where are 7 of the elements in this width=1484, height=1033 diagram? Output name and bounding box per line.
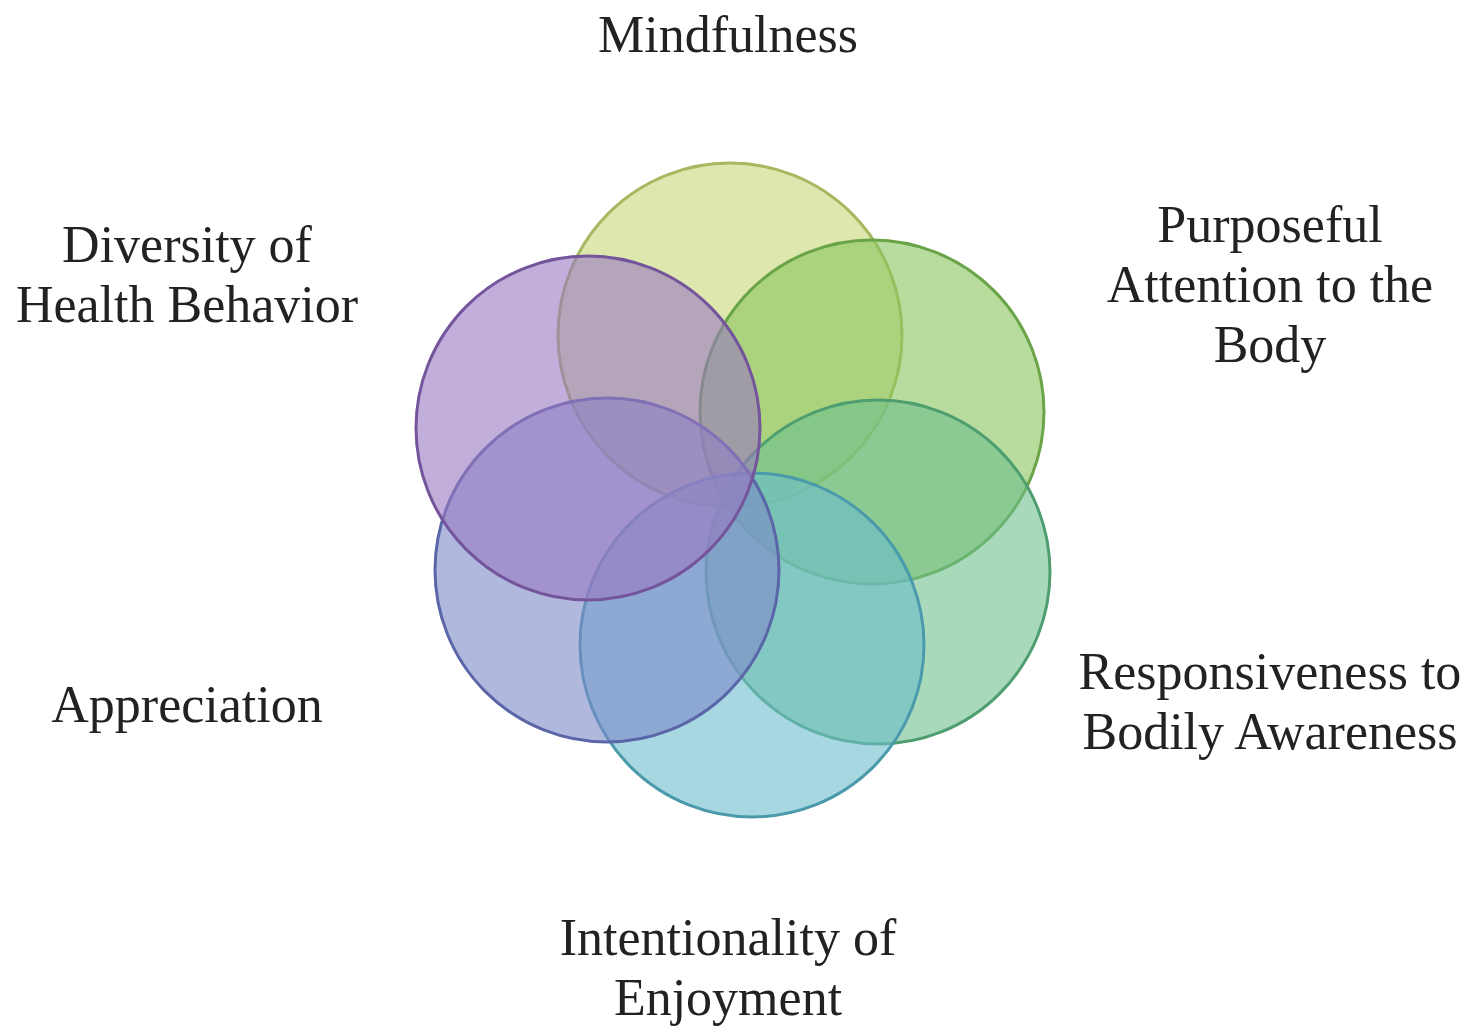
overlapping-circle: [414, 254, 762, 602]
circle-label: Responsiveness to Bodily Awareness: [1077, 642, 1463, 762]
circle-label: Intentionality of Enjoyment: [558, 908, 898, 1028]
circle-label: Diversity of Health Behavior: [14, 215, 360, 335]
circle-label: Purposeful Attention to the Body: [1105, 195, 1435, 375]
circle-label: Mindfulness: [597, 5, 859, 65]
circle-label: Appreciation: [50, 675, 324, 735]
